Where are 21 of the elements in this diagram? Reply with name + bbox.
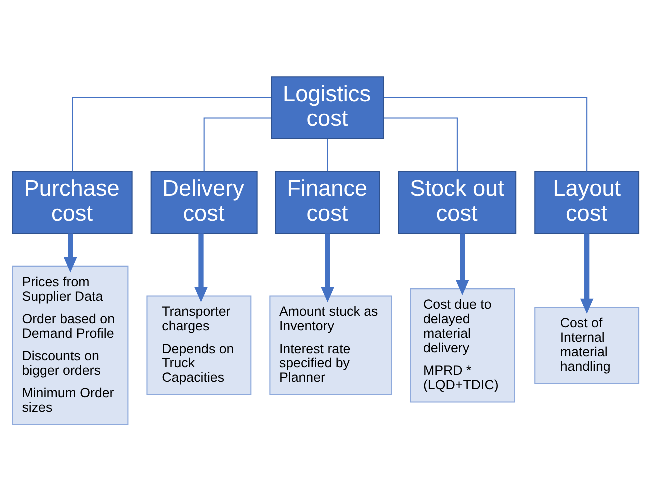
arrow [194, 233, 208, 302]
arrow [580, 233, 594, 314]
arrow [321, 233, 334, 302]
connector [327, 138, 328, 172]
node-box: Transporter charges Depends on Truck Capacities [146, 295, 252, 396]
node-box: Delivery cost [150, 170, 258, 234]
node-box: Logistics cost [271, 76, 384, 139]
connector [204, 117, 272, 172]
connector [384, 117, 458, 172]
node-box: Layout cost [534, 170, 640, 234]
connector [72, 96, 272, 172]
node-box: Cost due to delayed material delivery MPRD * (LQD+TDIC) [410, 288, 516, 402]
connector [384, 96, 588, 172]
node-box: Amount stuck as Inventory Interest rate specified by Planner [270, 295, 392, 396]
arrow [456, 233, 470, 295]
node-box: Purchase cost [12, 170, 133, 234]
node-box: Stock out cost [398, 170, 517, 234]
arrow [64, 233, 78, 272]
node-box: Prices from Supplier Data Order based on Demand Profile Discounts on bigger orders Minimum Order sizes [12, 265, 129, 425]
node-box: Cost of Internal material handling [534, 306, 640, 384]
node-box: Finance cost [275, 170, 380, 234]
